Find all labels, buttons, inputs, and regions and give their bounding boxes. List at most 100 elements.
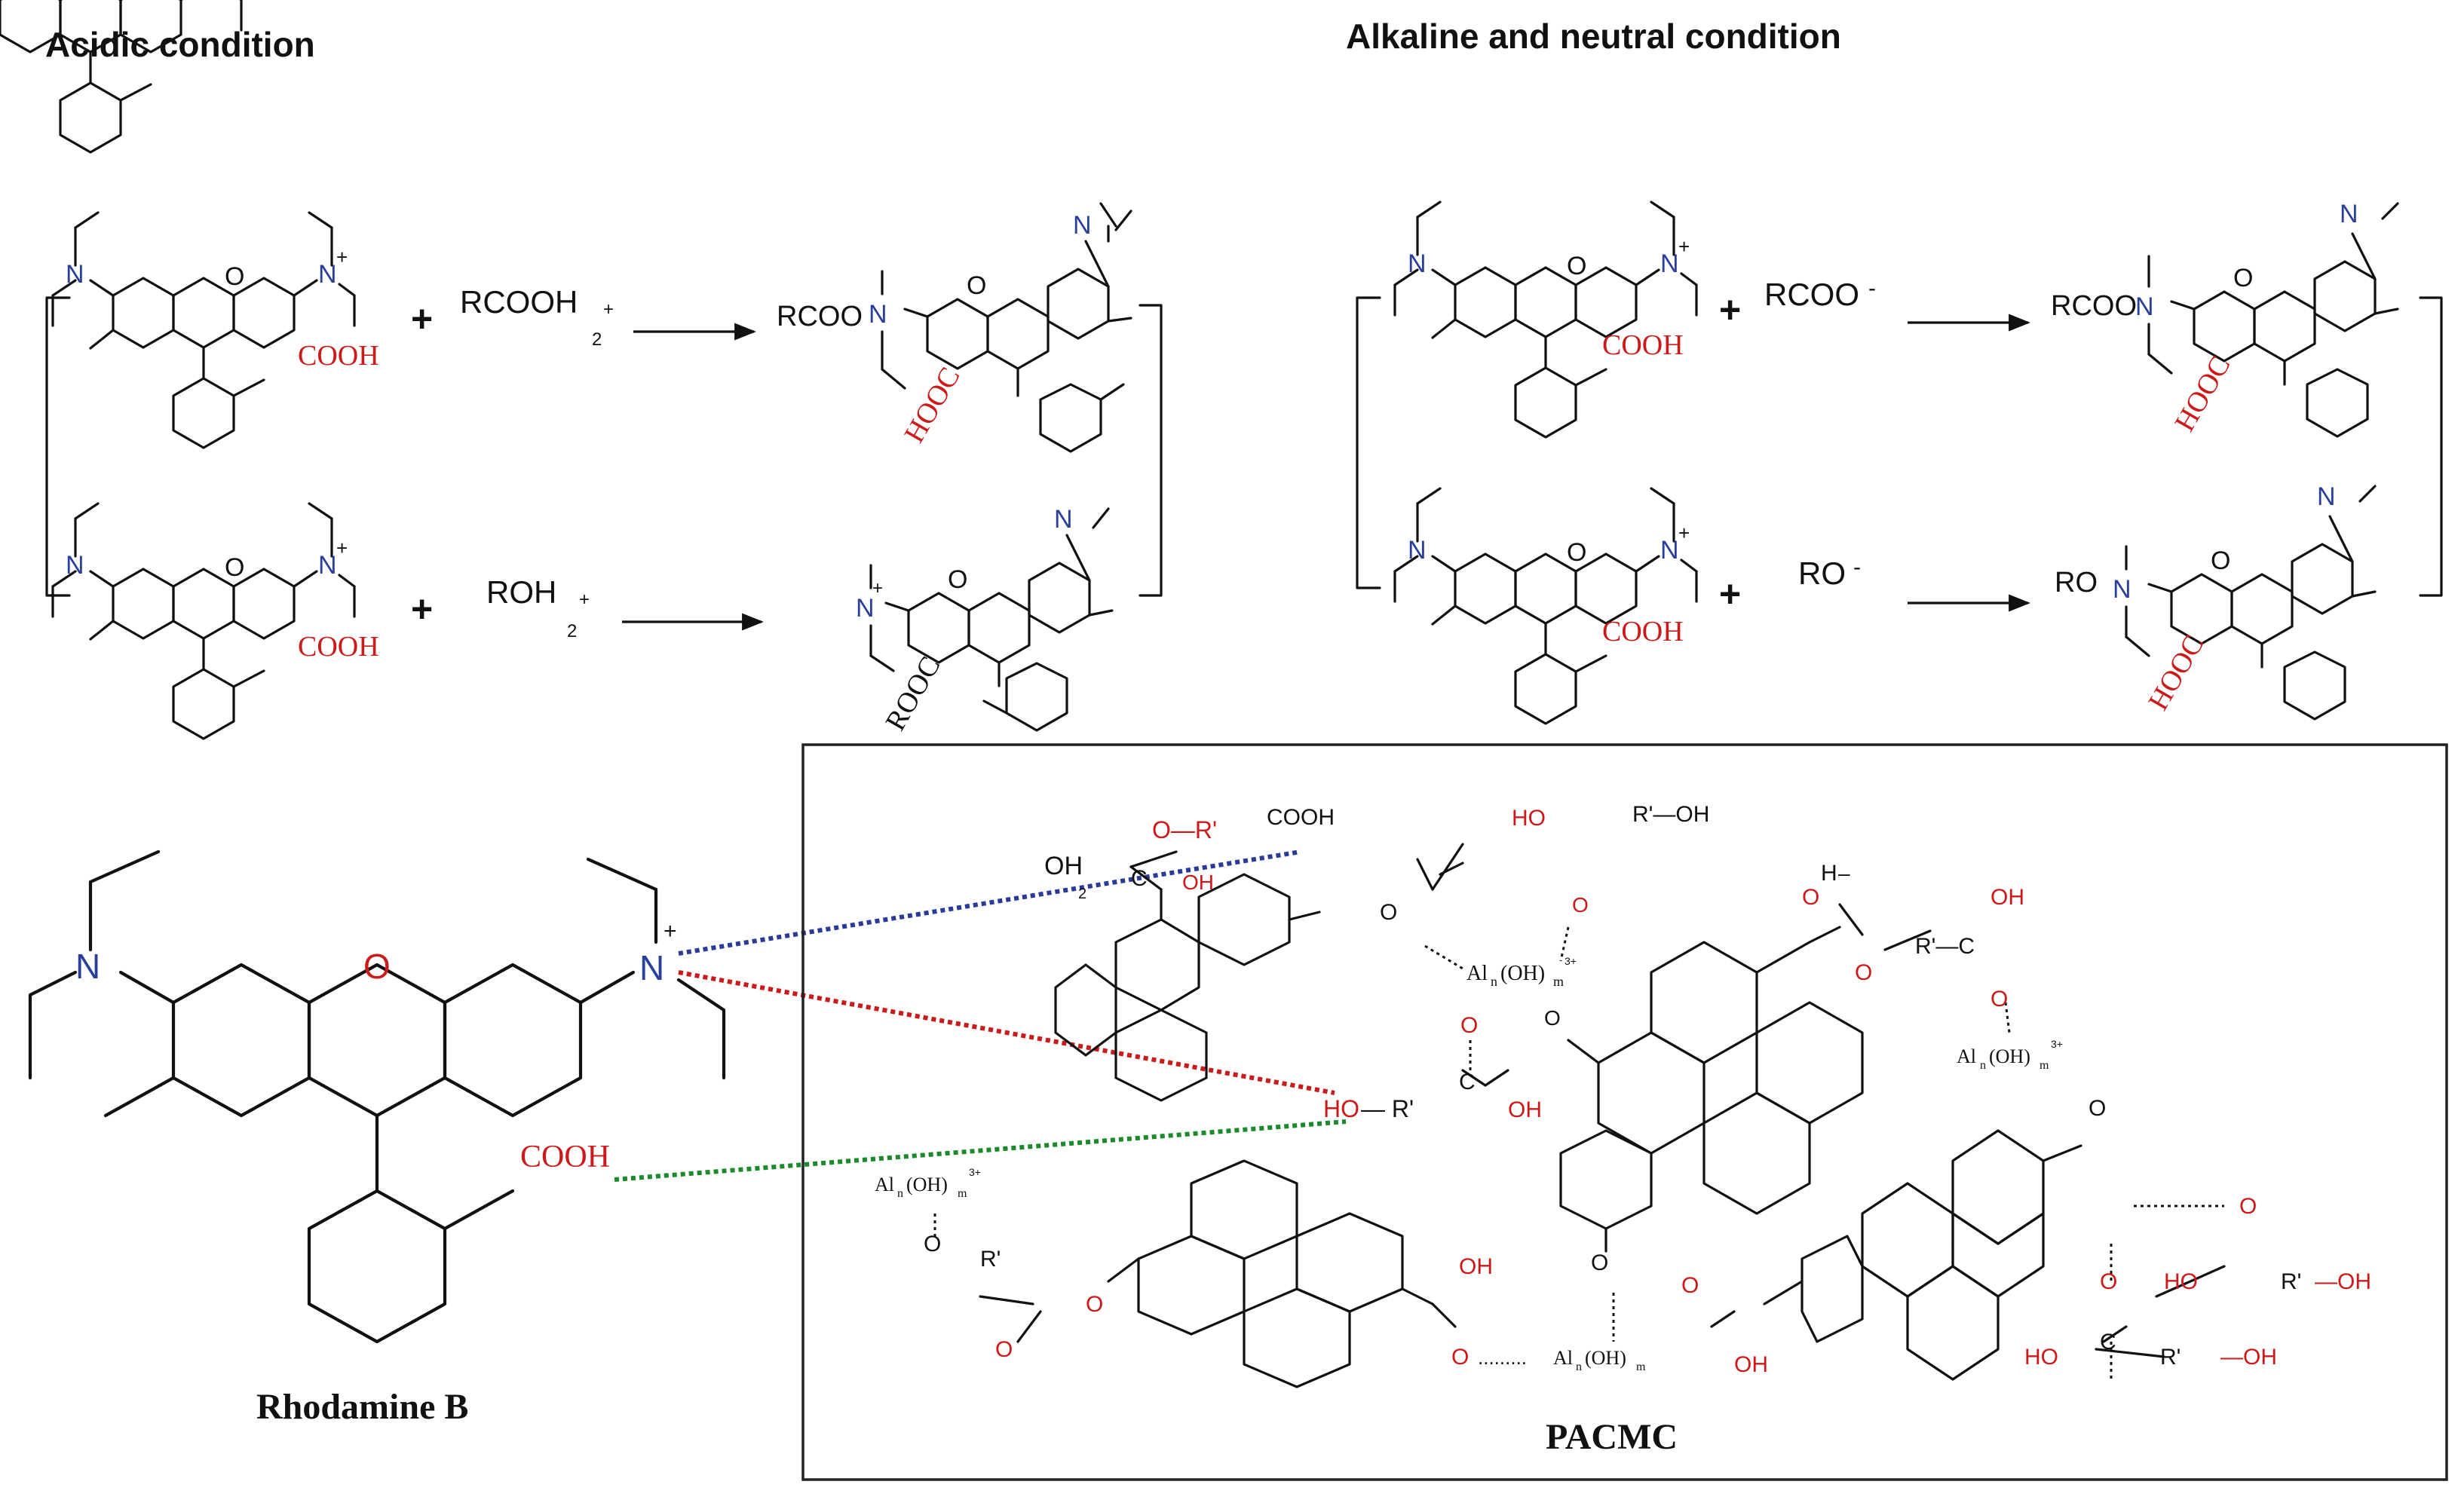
reagent-plus-small: + [579, 589, 590, 610]
label-al1-rest: (OH) [1500, 962, 1545, 985]
n-charge: + [336, 246, 348, 268]
label-c: C [1459, 1070, 1476, 1094]
atom-n-left: N [66, 551, 84, 580]
label-al-sub: n [1980, 1059, 1986, 1072]
alkaline-row1-reactant: O N N + COOH [1393, 200, 1698, 439]
product-ro: RO [2055, 567, 2098, 598]
label-r: R' [2281, 1269, 2301, 1294]
label-ho-r-oh-r: — R' [1361, 1095, 1414, 1122]
label-oh-top: OH [1044, 852, 1083, 880]
reagent-plus-small: + [603, 299, 614, 320]
reagent-ro: RO [1798, 556, 1846, 591]
label-o: O [1460, 1013, 1478, 1038]
plus-sign: + [1719, 573, 1741, 615]
rhodamine-structure-small [0, 0, 243, 154]
label-al: Al [1957, 1045, 1976, 1067]
reagent-rcooh: RCOOH [460, 284, 578, 320]
label-o: O [1451, 1345, 1469, 1370]
product-hooc: HOOC [2168, 350, 2236, 436]
label-oh: —OH [2315, 1269, 2371, 1294]
acidic-row1-product: O N N [869, 202, 1132, 453]
pacmc-structure [933, 843, 2226, 1388]
atom-o: O [2211, 546, 2230, 575]
atom-o: O [1567, 538, 1586, 567]
label-oh: OH [1734, 1352, 1768, 1377]
label-o: O [2089, 1096, 2106, 1121]
dye-acid-label: COOH [298, 340, 379, 372]
label-al-charge: 3+ [2051, 1038, 2063, 1050]
label-dots-al: ......... [1478, 1346, 1527, 1369]
atom-o: O [225, 262, 244, 291]
reagent-sub-2: 2 [592, 329, 602, 350]
label-al-left: Al [875, 1174, 894, 1195]
acidic-bracket [45, 296, 1163, 597]
label-c-top: C [1131, 866, 1148, 891]
acidic-row2-reactant: O N N + COOH [51, 502, 379, 740]
label-r-prime: R' [980, 1247, 1001, 1272]
rhodamine-b-large: O N N + COOH [28, 849, 726, 1344]
n-charge: + [1678, 522, 1690, 544]
label-o: O [1855, 960, 1872, 985]
label-al-bottom-sub: n [1576, 1361, 1582, 1373]
alkaline-row1-product: O N N [2135, 200, 2399, 438]
acidic-row1-reactant: O N N + COOH [51, 211, 379, 449]
rhodamine-b-label: Rhodamine B [256, 1387, 468, 1427]
atom-n: N [2113, 575, 2131, 604]
label-o: O [1380, 900, 1397, 925]
label-o-r-top: O—R' [1152, 816, 1217, 843]
label-al-bottom: Al [1553, 1347, 1573, 1369]
label-al-left-charge: 3+ [969, 1166, 981, 1178]
atom-n: N [1073, 211, 1092, 240]
label-oh: OH [1991, 885, 2024, 910]
label-al1-sub: n [1491, 974, 1497, 989]
atom-o: O [225, 553, 244, 582]
label-c: C [2100, 1330, 2116, 1354]
reagent-charge: - [1853, 555, 1861, 580]
label-al-left-m: m [958, 1187, 967, 1200]
label-al-charge: 3+ [1565, 955, 1577, 967]
label-ho-r-oh-oh: OH [1508, 1097, 1542, 1122]
heading-alkaline: Alkaline and neutral condition [1346, 17, 1841, 56]
product-rooc: ROOC [879, 651, 946, 736]
n-charge: + [664, 919, 677, 944]
label-ho-top: HO [1512, 806, 1546, 831]
atom-o: O [948, 565, 967, 594]
label-al-rest: (OH) [1989, 1045, 2030, 1067]
label-ho: HO [2024, 1345, 2058, 1370]
product-rcoo: RCOO [2051, 290, 2137, 322]
atom-n-left: N [1408, 249, 1427, 278]
label-oh: —OH [2220, 1345, 2277, 1370]
atom-n-left: N [1408, 536, 1427, 565]
atom-n: N [856, 594, 875, 623]
atom-o: O [967, 271, 986, 300]
label-al-m: m [2040, 1059, 2049, 1072]
atom-n-right: N [639, 948, 664, 987]
dye-acid-label: COOH [1602, 616, 1684, 647]
label-o: O [1681, 1273, 1699, 1298]
plus-sign: + [411, 588, 433, 630]
label-o-left: O [924, 1232, 941, 1256]
dye-acid-label: COOH [298, 631, 379, 663]
atom-n-left: N [75, 947, 100, 986]
label-al-left-rest: (OH) [906, 1174, 948, 1195]
label-o: O [1544, 1006, 1561, 1030]
label-o: O [1991, 987, 2008, 1012]
pacmc-labels: COOH OH 2 O—R' C OH O HO R'—OH O Al n (O… [875, 802, 2371, 1377]
label-al-left-sub: n [897, 1187, 903, 1200]
interaction-line-green [614, 1119, 1347, 1182]
reagent-sub-2: 2 [567, 621, 577, 641]
pacmc-label: PACMC [1546, 1417, 1678, 1457]
product-rcoo: RCOO [777, 301, 863, 332]
atom-o: O [2233, 264, 2253, 292]
interaction-line-red [678, 970, 1335, 1095]
atom-n-right: N [318, 260, 337, 289]
reagent-charge: - [1868, 276, 1876, 301]
label-oh-sub: 2 [1078, 886, 1086, 902]
alkaline-row2-reactant: O N N + COOH [1393, 487, 1698, 725]
reagent-roh: ROH [486, 574, 556, 610]
atom-n: N [2135, 292, 2154, 321]
reagent-rcoo: RCOO [1764, 277, 1859, 312]
label-cooh-top: COOH [1267, 805, 1335, 830]
label-al1-m: m [1553, 974, 1564, 989]
